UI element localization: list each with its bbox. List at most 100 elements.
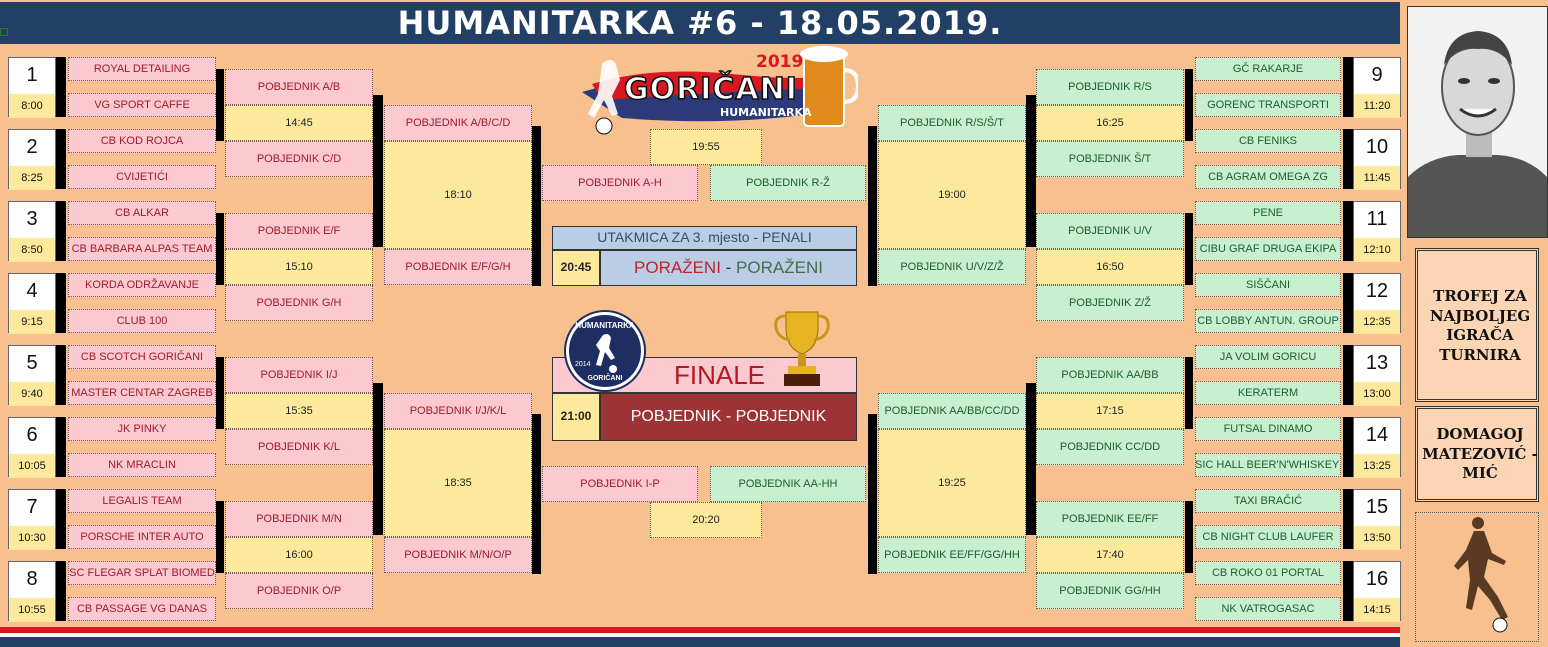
round2-time: 16:50 [1036, 249, 1184, 285]
team-cell: MASTER CENTAR ZAGREB [68, 381, 216, 405]
match-number: 9 [1371, 64, 1383, 86]
round3-time: 19:25 [878, 429, 1026, 537]
round2-cell: POBJEDNIK Z/Ž [1036, 285, 1184, 321]
team-cell: CB PASSAGE VG DANAS [68, 597, 216, 621]
kicker-box [1415, 512, 1539, 642]
round2-cell: POBJEDNIK K/L [225, 429, 373, 465]
match-time: 8:25 [9, 166, 55, 190]
player-silhouette-icon [596, 334, 617, 373]
team-cell: CB NIGHT CLUB LAUFER [1195, 525, 1341, 549]
bracket-connector [56, 417, 66, 477]
player-photo [1407, 6, 1548, 238]
team-cell: JA VOLIM GORICU [1195, 345, 1341, 369]
match-number: 15 [1365, 496, 1389, 518]
round2-time: 16:25 [1036, 105, 1184, 141]
round2-cell: POBJEDNIK M/N [225, 501, 373, 537]
bracket-connector [1185, 357, 1193, 429]
bracket-connector [56, 201, 66, 261]
third-place-teams: PORAŽENI - PORAŽENI [600, 250, 857, 286]
bracket-connector [56, 273, 66, 333]
round-logo-top: HUMANITARKA [575, 321, 635, 330]
match-time: 13:00 [1354, 382, 1400, 406]
bracket-connector [56, 345, 66, 405]
match-number-cell: 7 10:30 [8, 489, 56, 550]
match-number: 5 [26, 352, 38, 374]
bracket-connector [1026, 95, 1036, 221]
bracket-connector [373, 475, 383, 535]
bracket-connector [868, 126, 877, 286]
team-cell: FUTSAL DINAMO [1195, 417, 1341, 441]
bracket-connector [1185, 69, 1193, 141]
team-cell: CB KOD ROJCA [68, 129, 216, 153]
bracket-connector [1343, 345, 1353, 405]
match-time: 14:15 [1354, 598, 1400, 622]
final-time: 21:00 [552, 393, 600, 441]
team-cell: PORSCHE INTER AUTO [68, 525, 216, 549]
semi-time: 19:55 [650, 129, 762, 165]
round2-cell: POBJEDNIK CC/DD [1036, 429, 1184, 465]
round3-time: 18:35 [384, 429, 532, 537]
round2-cell: POBJEDNIK AA/BB [1036, 357, 1184, 393]
team-cell: GORENC TRANSPORTI [1195, 93, 1341, 117]
match-number-cell: 5 9:40 [8, 345, 56, 406]
round3-cell: POBJEDNIK E/F/G/H [384, 249, 532, 285]
round2-time: 15:10 [225, 249, 373, 285]
bottom-stripe-white [0, 633, 1400, 637]
third-place-time: 20:45 [552, 250, 600, 286]
match-number: 1 [26, 64, 38, 86]
match-time: 12:35 [1354, 310, 1400, 334]
kicker-silhouette-icon [1454, 517, 1508, 633]
match-time: 9:40 [9, 382, 55, 406]
round2-cell: POBJEDNIK EE/FF [1036, 501, 1184, 537]
match-time: 10:30 [9, 526, 55, 550]
team-cell: CIBU GRAF DRUGA EKIPA [1195, 237, 1341, 261]
match-number: 7 [26, 496, 38, 518]
match-time: 13:50 [1354, 526, 1400, 550]
round3-cell: POBJEDNIK M/N/O/P [384, 537, 532, 573]
bracket-connector [56, 489, 66, 549]
third-place-title: UTAKMICA ZA 3. mjesto - PENALI [552, 226, 857, 250]
match-number: 4 [26, 280, 38, 302]
goricani-logo: 2019 GORIČANI HUMANITARKA [562, 44, 861, 140]
team-cell: CB BARBARA ALPAS TEAM [68, 237, 216, 261]
match-time: 13:25 [1354, 454, 1400, 478]
round2-cell: POBJEDNIK A/B [225, 69, 373, 105]
round3-time: 19:00 [878, 141, 1026, 249]
final-teams: POBJEDNIK - POBJEDNIK [600, 393, 857, 441]
bracket-connector [1343, 417, 1353, 477]
team-cell: SIŠČANI [1195, 273, 1341, 297]
team-cell: ROYAL DETAILING [68, 57, 216, 81]
player-name: DOMAGOJ MATEZOVIĆ - MIĆ [1422, 425, 1538, 482]
team-cell: KERATERM [1195, 381, 1341, 405]
match-number: 6 [26, 424, 38, 446]
round3-cell: POBJEDNIK I/J/K/L [384, 393, 532, 429]
team-cell: JK PINKY [68, 417, 216, 441]
round2-cell: POBJEDNIK Š/T [1036, 141, 1184, 177]
bracket-connector [373, 95, 383, 221]
semi-time: 20:20 [650, 502, 762, 538]
third-sep: - [720, 257, 737, 277]
trophy-icon [772, 306, 832, 390]
player-portrait-icon [1408, 7, 1547, 237]
team-cell: TAXI BRAČIĆ [1195, 489, 1341, 513]
bracket-connector [1343, 129, 1353, 189]
team-cell: CLUB 100 [68, 309, 216, 333]
team-cell: CB FENIKS [1195, 129, 1341, 153]
bracket-connector [1185, 213, 1193, 285]
semi-cell: POBJEDNIK R-Ž [710, 165, 866, 201]
corner-marker [0, 28, 8, 36]
bracket-connector [373, 187, 383, 247]
match-number: 2 [26, 136, 38, 158]
bracket-connector [868, 414, 877, 574]
bracket-connector [1343, 273, 1353, 333]
team-cell: PENE [1195, 201, 1341, 225]
